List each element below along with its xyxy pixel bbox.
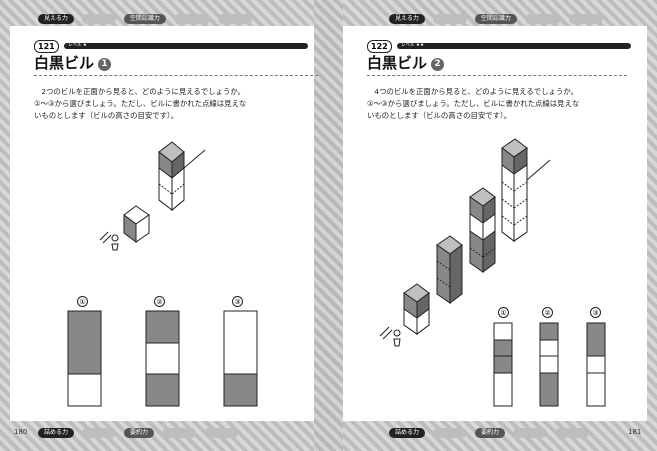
instruction-line: いものとします（ビルの高さの目安です）。 — [367, 111, 512, 120]
option-3-cell — [223, 373, 258, 407]
nav-tab-4[interactable] — [513, 428, 548, 438]
instruction-text: 4つのビルを正面から見ると、どのように見えるでしょうか。 ①～③から選びましょう… — [367, 86, 627, 122]
bottom-nav-left: 詰める力 要約力 — [38, 427, 239, 439]
option-1-cell — [493, 372, 513, 407]
option-2-cell — [145, 310, 180, 344]
title-number-badge: 2 — [431, 58, 445, 71]
option-1-cell — [493, 355, 513, 374]
option-label-1[interactable]: ① — [498, 307, 509, 318]
nav-tab-4[interactable] — [524, 14, 561, 24]
option-1-cell — [67, 310, 102, 375]
top-nav-left: 見える力 空間認識力 — [38, 13, 252, 25]
problem-number: 122 — [367, 40, 392, 53]
option-2-cell — [145, 373, 180, 407]
nav-tab-tsumeru[interactable]: 詰める力 — [38, 428, 75, 438]
option-2-cell — [539, 339, 559, 357]
option-3-cell — [586, 372, 606, 407]
nav-tab-kukan[interactable]: 空間認識力 — [474, 14, 517, 24]
option-label-1[interactable]: ① — [77, 296, 88, 307]
instruction-line: 4つのビルを正面から見ると、どのように見えるでしょうか。 — [367, 87, 578, 96]
instruction-line: 2つのビルを正面から見ると、どのように見えるでしょうか。 — [34, 87, 245, 96]
level-bar: レベル ★ — [64, 43, 308, 49]
divider — [34, 75, 318, 76]
nav-tab-2[interactable] — [433, 428, 468, 438]
option-label-2[interactable]: ② — [542, 307, 553, 318]
level-bar: レベル ★★ — [397, 43, 631, 49]
nav-tab-youyaku[interactable]: 要約力 — [475, 428, 506, 438]
option-2-cell — [539, 322, 559, 341]
option-2-cell — [539, 372, 559, 407]
option-1-cell — [493, 339, 513, 357]
divider — [367, 75, 627, 76]
option-2-cell — [145, 342, 180, 375]
option-3-cell — [586, 322, 606, 357]
nav-tab-5[interactable] — [204, 428, 239, 438]
nav-tab-5[interactable] — [568, 14, 603, 24]
instruction-text: 2つのビルを正面から見ると、どのように見えるでしょうか。 ①～③から選びましょう… — [34, 86, 318, 122]
bottom-nav-right: 詰める力 要約力 — [389, 427, 590, 439]
option-label-3[interactable]: ③ — [590, 307, 601, 318]
nav-tab-2[interactable] — [81, 14, 116, 24]
option-label-3[interactable]: ③ — [232, 296, 243, 307]
page-number: 180 — [14, 428, 28, 436]
nav-tab-5[interactable] — [555, 428, 590, 438]
option-1-cell — [493, 322, 513, 341]
option-3-cell — [223, 310, 258, 375]
nav-tab-2[interactable] — [432, 14, 467, 24]
title-number-badge: 1 — [98, 58, 112, 71]
option-3-cell — [586, 355, 606, 374]
instruction-line: いものとします（ビルの高さの目安です）。 — [34, 111, 179, 120]
top-nav-right: 見える力 空間認識力 — [389, 13, 603, 25]
gutter — [314, 0, 343, 451]
nav-tab-tsumeru[interactable]: 詰める力 — [389, 428, 426, 438]
option-1-cell — [67, 373, 102, 407]
nav-tab-2[interactable] — [82, 428, 117, 438]
instruction-line: ①～③から選びましょう。ただし、ビルに書かれた点線は見えな — [367, 99, 580, 108]
nav-tab-4[interactable] — [173, 14, 210, 24]
problem-number: 121 — [34, 40, 59, 53]
nav-tab-kukan[interactable]: 空間認識力 — [123, 14, 166, 24]
nav-tab-4[interactable] — [162, 428, 197, 438]
instruction-line: ①～③から選びましょう。ただし、ビルに書かれた点線は見えな — [34, 99, 247, 108]
page-number: 181 — [628, 428, 642, 436]
title-text: 白黒ビル — [34, 54, 95, 72]
title-text: 白黒ビル — [367, 54, 428, 72]
option-label-2[interactable]: ② — [154, 296, 165, 307]
nav-tab-5[interactable] — [217, 14, 252, 24]
nav-tab-miero[interactable]: 見える力 — [389, 14, 425, 24]
nav-tab-youyaku[interactable]: 要約力 — [124, 428, 155, 438]
nav-tab-miero[interactable]: 見える力 — [38, 14, 74, 24]
option-2-cell — [539, 355, 559, 374]
